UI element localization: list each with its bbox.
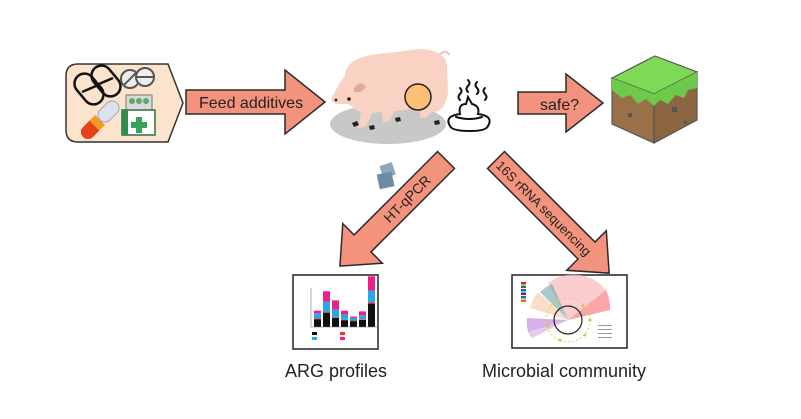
microbial-community-label: Microbial community: [482, 361, 646, 381]
arg-legend-swatch: [312, 332, 317, 335]
arg-legend-swatch: [312, 337, 317, 340]
arg-bar-segment: [359, 311, 366, 316]
soil-block-icon: [610, 55, 699, 145]
arg-bar-segment: [368, 303, 375, 327]
arg-bar-segment: [323, 312, 330, 313]
microbe-legend-swatch: [521, 289, 526, 292]
feed-additives-label: Feed additives: [199, 95, 303, 112]
arg-bar-segment: [314, 313, 321, 319]
pig-icon: [330, 49, 450, 144]
arg-legend: [312, 332, 345, 340]
arg-bar-segment: [350, 321, 357, 327]
arg-bar-segment: [359, 319, 366, 327]
arg-bars: [310, 276, 377, 328]
arg-bar-segment: [332, 309, 339, 318]
pig-ear: [354, 83, 366, 93]
arg-bar-segment: [350, 317, 357, 321]
arg-bar-segment: [350, 316, 357, 318]
arg-bar-segment: [341, 310, 348, 315]
arg-axis: [310, 288, 377, 328]
feces-icon: [447, 79, 491, 133]
ht-qpcr-arrow: HT-qPCR: [339, 150, 456, 267]
arg-profiles-label: ARG profiles: [285, 361, 387, 381]
arg-bar-segment: [368, 276, 375, 291]
sequencing-arrow: 16S rRNA sequencing: [486, 150, 610, 274]
arg-chart-thumbnail: [292, 274, 379, 350]
microbe-legend-swatch: [521, 296, 526, 299]
arg-legend-swatch: [340, 337, 345, 340]
safe-label: safe?: [540, 97, 579, 114]
arg-bar-segment: [341, 320, 348, 327]
arg-bar-segment: [332, 317, 339, 318]
arg-bar-segment: [350, 320, 357, 322]
safe-arrow: safe?: [517, 72, 605, 134]
arg-legend-swatch: [340, 332, 345, 335]
sequencing-label: 16S rRNA sequencing: [493, 158, 594, 259]
arg-bar-segment: [368, 302, 375, 304]
arg-bar-segment: [341, 314, 348, 320]
arg-bar-segment: [332, 317, 339, 327]
arg-bar-segment: [368, 290, 375, 303]
arg-bar-segment: [314, 318, 321, 320]
arg-bar-segment: [323, 312, 330, 327]
arg-bar-segment: [359, 319, 366, 320]
arg-bar-segment: [314, 319, 321, 327]
qpcr-chip-icon: [376, 162, 396, 190]
feed-additives-arrow: Feed additives: [185, 68, 327, 136]
pill-box-icon: [65, 63, 184, 143]
cladogram-thumbnail: [511, 274, 628, 349]
arg-bar-segment: [332, 300, 339, 310]
microbe-legend-swatch: [521, 299, 526, 302]
pig-spot: [404, 83, 432, 111]
arg-bar-segment: [341, 319, 348, 321]
microbe-legend-swatch: [521, 282, 526, 285]
arg-bar-segment: [323, 291, 330, 302]
arg-bar-segment: [323, 301, 330, 313]
microbe-legend-swatch: [521, 292, 526, 295]
microbe-legend: [521, 282, 526, 302]
microbe-legend-swatch: [521, 285, 526, 288]
arg-bar-segment: [314, 310, 321, 314]
arg-bar-segment: [359, 315, 366, 320]
